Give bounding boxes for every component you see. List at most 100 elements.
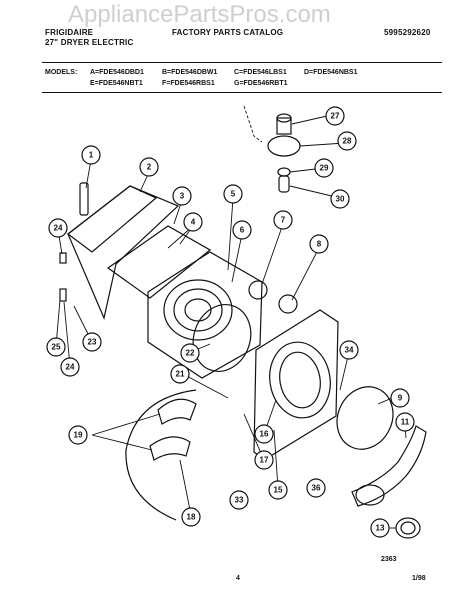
grommet (395, 517, 421, 539)
svg-text:2: 2 (147, 163, 152, 172)
leader-lines (55, 115, 407, 529)
slide-lower (149, 436, 191, 461)
callout-6: 6 (232, 220, 252, 240)
svg-text:8: 8 (317, 240, 322, 249)
callout-25: 25 (46, 337, 66, 357)
svg-text:24: 24 (54, 224, 63, 233)
door-hinge (79, 182, 89, 216)
model-e: E=FDE546NBT1 (90, 80, 143, 87)
reference-dashed-line (243, 105, 263, 143)
svg-text:17: 17 (260, 456, 269, 465)
svg-text:23: 23 (88, 338, 97, 347)
callout-9: 9 (390, 388, 410, 408)
svg-text:29: 29 (320, 164, 329, 173)
header-rule-top (42, 62, 442, 63)
svg-text:1: 1 (89, 151, 94, 160)
page-number: 4 (236, 575, 240, 582)
catalog-part-number: 5995292620 (384, 28, 431, 37)
callout-2: 2 (139, 157, 159, 177)
svg-text:27: 27 (331, 112, 340, 121)
svg-text:9: 9 (398, 394, 403, 403)
callout-22: 22 (180, 343, 200, 363)
models-label: MODELS: (45, 69, 78, 76)
svg-text:6: 6 (240, 226, 245, 235)
svg-text:15: 15 (274, 486, 283, 495)
callout-17: 17 (254, 450, 274, 470)
lamp-holder (278, 294, 298, 314)
svg-text:24: 24 (66, 363, 75, 372)
svg-text:22: 22 (186, 349, 195, 358)
catalog-date: 1/98 (412, 575, 426, 582)
callout-23: 23 (82, 332, 102, 352)
callout-13: 13 (370, 518, 390, 538)
svg-text:16: 16 (260, 430, 269, 439)
model-g: G=FDE546RBT1 (234, 80, 288, 87)
svg-text:34: 34 (345, 346, 354, 355)
svg-text:4: 4 (191, 218, 196, 227)
svg-text:28: 28 (343, 137, 352, 146)
callout-15: 15 (268, 480, 288, 500)
callout-34: 34 (339, 340, 359, 360)
svg-text:7: 7 (281, 216, 286, 225)
callout-24-bottom: 24 (60, 357, 80, 377)
door-glass (106, 225, 212, 299)
header-rule-bottom (42, 92, 442, 93)
front-panel (253, 309, 339, 461)
callout-29: 29 (314, 158, 334, 178)
knob-base (267, 135, 301, 157)
knob-body (276, 117, 292, 135)
lint-grille (163, 279, 233, 341)
svg-text:21: 21 (176, 370, 185, 379)
svg-text:30: 30 (336, 195, 345, 204)
svg-text:25: 25 (52, 343, 61, 352)
svg-text:36: 36 (312, 484, 321, 493)
detail-circle (125, 389, 197, 521)
figure-code: 2363 (381, 556, 397, 563)
model-f: F=FDE546RBS1 (162, 80, 215, 87)
callout-16: 16 (254, 424, 274, 444)
front-panel-opening-inner (279, 351, 321, 409)
door-seal (192, 304, 252, 372)
callout-19: 19 (68, 425, 88, 445)
svg-text:11: 11 (401, 418, 410, 427)
svg-text:33: 33 (235, 496, 244, 505)
model-b: B=FDE546DBW1 (162, 69, 218, 76)
callout-18: 18 (181, 507, 201, 527)
callout-30: 30 (330, 189, 350, 209)
door-panel-front (67, 185, 158, 253)
exhaust-duct (351, 425, 427, 507)
callout-24-top: 24 (48, 218, 68, 238)
product-subtitle: 27" DRYER ELECTRIC (45, 38, 134, 47)
hinge-pin-top (59, 252, 67, 264)
svg-text:19: 19 (74, 431, 83, 440)
duct-outlet (355, 484, 385, 506)
callout-5: 5 (223, 184, 243, 204)
drum-bearing-ring (336, 386, 394, 450)
model-c: C=FDE546LBS1 (234, 69, 287, 76)
model-a: A=FDE546DBD1 (90, 69, 144, 76)
svg-text:13: 13 (376, 524, 385, 533)
callout-7: 7 (273, 210, 293, 230)
hinge-pin-bottom (59, 288, 67, 302)
callout-33: 33 (229, 490, 249, 510)
svg-text:3: 3 (180, 192, 185, 201)
callout-3: 3 (172, 186, 192, 206)
lint-grille-ring (173, 288, 223, 332)
model-d: D=FDE546NBS1 (304, 69, 358, 76)
callout-27: 27 (325, 106, 345, 126)
door-panel (67, 185, 180, 320)
knob-skirt (277, 167, 291, 177)
callout-36: 36 (306, 478, 326, 498)
svg-text:18: 18 (187, 513, 196, 522)
door-inner-liner (147, 251, 263, 379)
catalog-title: FACTORY PARTS CATALOG (172, 28, 284, 37)
lint-grille-core (184, 298, 212, 322)
callout-4: 4 (183, 212, 203, 232)
grommet-inner (400, 521, 416, 535)
slide-upper (157, 398, 197, 425)
callout-21: 21 (170, 364, 190, 384)
watermark: AppliancePartsPros.com (68, 1, 331, 28)
front-panel-opening (269, 341, 331, 419)
svg-text:5: 5 (231, 190, 236, 199)
